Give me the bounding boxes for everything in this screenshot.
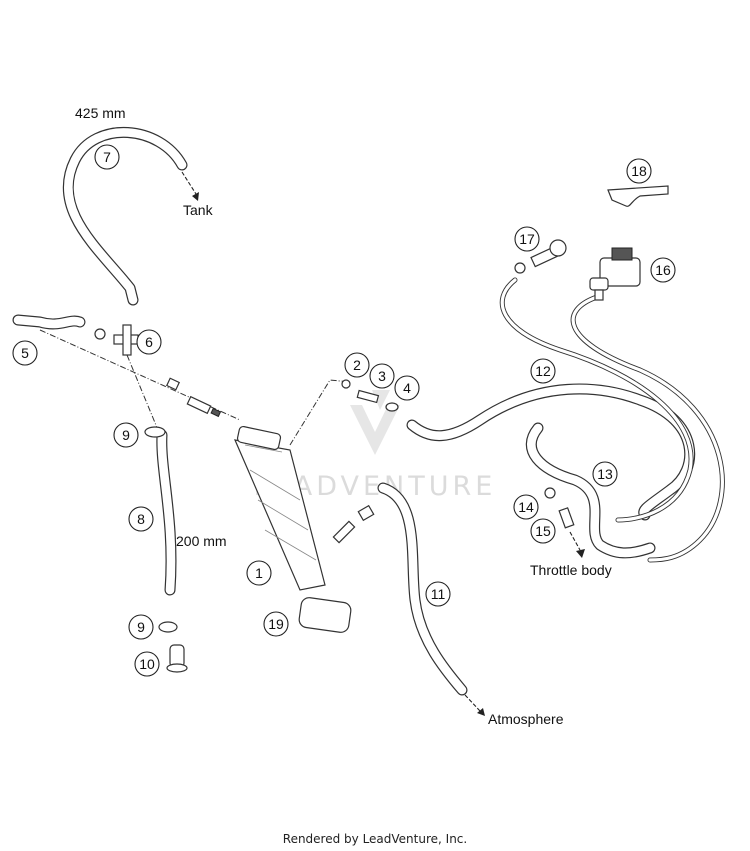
callout-7: 7	[94, 144, 120, 170]
hose-12	[406, 383, 696, 521]
atmosphere-label: Atmosphere	[488, 711, 564, 727]
callout-5: 5	[12, 340, 38, 366]
fitting-10	[166, 644, 188, 673]
svg-text:13: 13	[597, 466, 613, 482]
fitting-17	[514, 239, 567, 274]
callout-10: 10	[134, 651, 160, 677]
svg-text:2: 2	[353, 357, 361, 373]
svg-text:1: 1	[255, 565, 263, 581]
callout-18: 18	[626, 158, 652, 184]
callout-11: 11	[425, 581, 451, 607]
hose-8	[156, 429, 177, 596]
callout-1: 1	[246, 560, 272, 586]
svg-text:3: 3	[378, 368, 386, 384]
svg-text:6: 6	[145, 334, 153, 350]
connection-line	[126, 354, 159, 431]
footer-credit: Rendered by LeadVenture, Inc.	[282, 832, 468, 846]
vacuum-lines	[499, 277, 725, 563]
bracket-18	[607, 185, 669, 207]
svg-text:4: 4	[403, 380, 411, 396]
length-label-425: 425 mm	[75, 105, 126, 121]
svg-text:7: 7	[103, 149, 111, 165]
tank-label: Tank	[183, 202, 214, 218]
svg-text:11: 11	[431, 586, 446, 602]
callout-19: 19	[263, 611, 289, 637]
callout-3: 3	[369, 363, 395, 389]
callout-14: 14	[513, 494, 539, 520]
callout-17: 17	[514, 226, 540, 252]
svg-text:19: 19	[268, 616, 284, 632]
svg-text:15: 15	[535, 523, 551, 539]
t-fitting-6	[94, 324, 139, 356]
fittings-2-3-4	[341, 379, 399, 412]
svg-text:10: 10	[139, 656, 155, 672]
svg-text:9: 9	[137, 619, 145, 635]
callout-16: 16	[650, 257, 676, 283]
svg-text:9: 9	[122, 427, 130, 443]
hose-5	[12, 314, 86, 330]
hose-7	[62, 126, 199, 306]
callout-13: 13	[592, 461, 618, 487]
hose-clamp-9-lower	[158, 621, 178, 633]
fittings-14-15	[544, 487, 585, 558]
length-label-200: 200 mm	[176, 533, 227, 549]
svg-text:12: 12	[535, 363, 551, 379]
callout-4: 4	[394, 375, 420, 401]
connection-line	[39, 329, 241, 421]
charcoal-canister-1	[234, 425, 326, 591]
callout-9-lower: 9	[128, 614, 154, 640]
callout-9-upper: 9	[113, 422, 139, 448]
throttle-body-label: Throttle body	[530, 562, 612, 578]
svg-text:14: 14	[518, 499, 534, 515]
svg-text:8: 8	[137, 511, 145, 527]
cover-19	[298, 597, 352, 633]
connection-line	[289, 379, 351, 446]
svg-text:5: 5	[21, 345, 29, 361]
svg-text:17: 17	[519, 231, 535, 247]
callout-6: 6	[136, 329, 162, 355]
callout-15: 15	[530, 518, 556, 544]
hose-13	[525, 422, 656, 559]
hose-clamp-9-upper	[144, 426, 166, 438]
canister-outlet-fittings	[332, 504, 375, 544]
connector-fittings	[165, 377, 222, 418]
svg-text:18: 18	[631, 163, 647, 179]
purge-valve-16	[589, 247, 641, 301]
svg-text:16: 16	[655, 262, 671, 278]
callout-8: 8	[128, 506, 154, 532]
callout-12: 12	[530, 358, 556, 384]
callout-2: 2	[344, 352, 370, 378]
hose-11	[377, 482, 485, 716]
